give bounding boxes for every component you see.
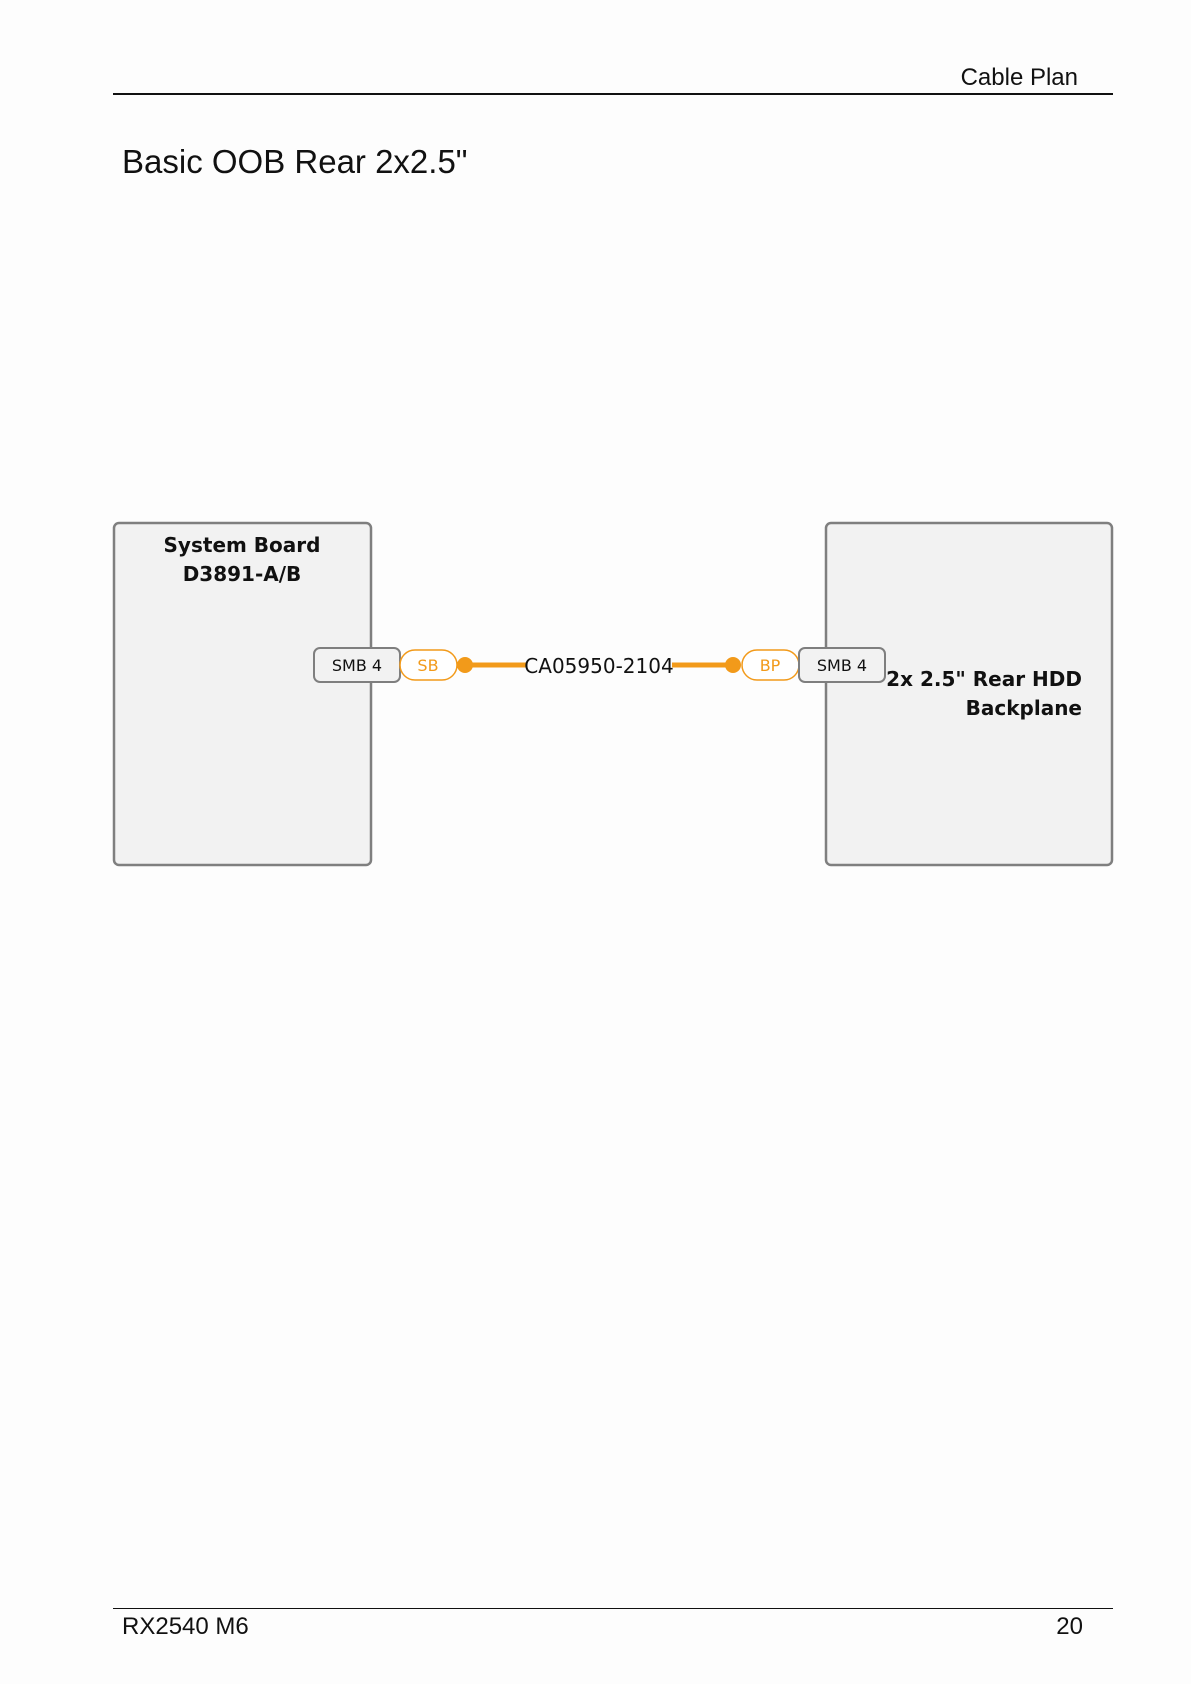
cable-end-left xyxy=(457,657,473,673)
backplane-box xyxy=(826,523,1112,865)
cable-label: CA05950-2104 xyxy=(524,654,673,678)
backplane-title-line1: 2x 2.5" Rear HDD xyxy=(886,667,1082,691)
footer-model: RX2540 M6 xyxy=(122,1613,249,1641)
cable-end-right xyxy=(725,657,741,673)
system-board-port-label: SMB 4 xyxy=(332,656,382,675)
backplane-title-line2: Backplane xyxy=(966,696,1082,720)
system-board-title-line2: D3891-A/B xyxy=(183,562,302,586)
system-board-connector-label: SB xyxy=(417,656,438,675)
footer-divider xyxy=(113,1608,1113,1609)
backplane-connector-label: BP xyxy=(760,656,781,675)
system-board-title-line1: System Board xyxy=(164,533,321,557)
footer-page-number: 20 xyxy=(1056,1613,1083,1641)
backplane-port-label: SMB 4 xyxy=(817,656,867,675)
